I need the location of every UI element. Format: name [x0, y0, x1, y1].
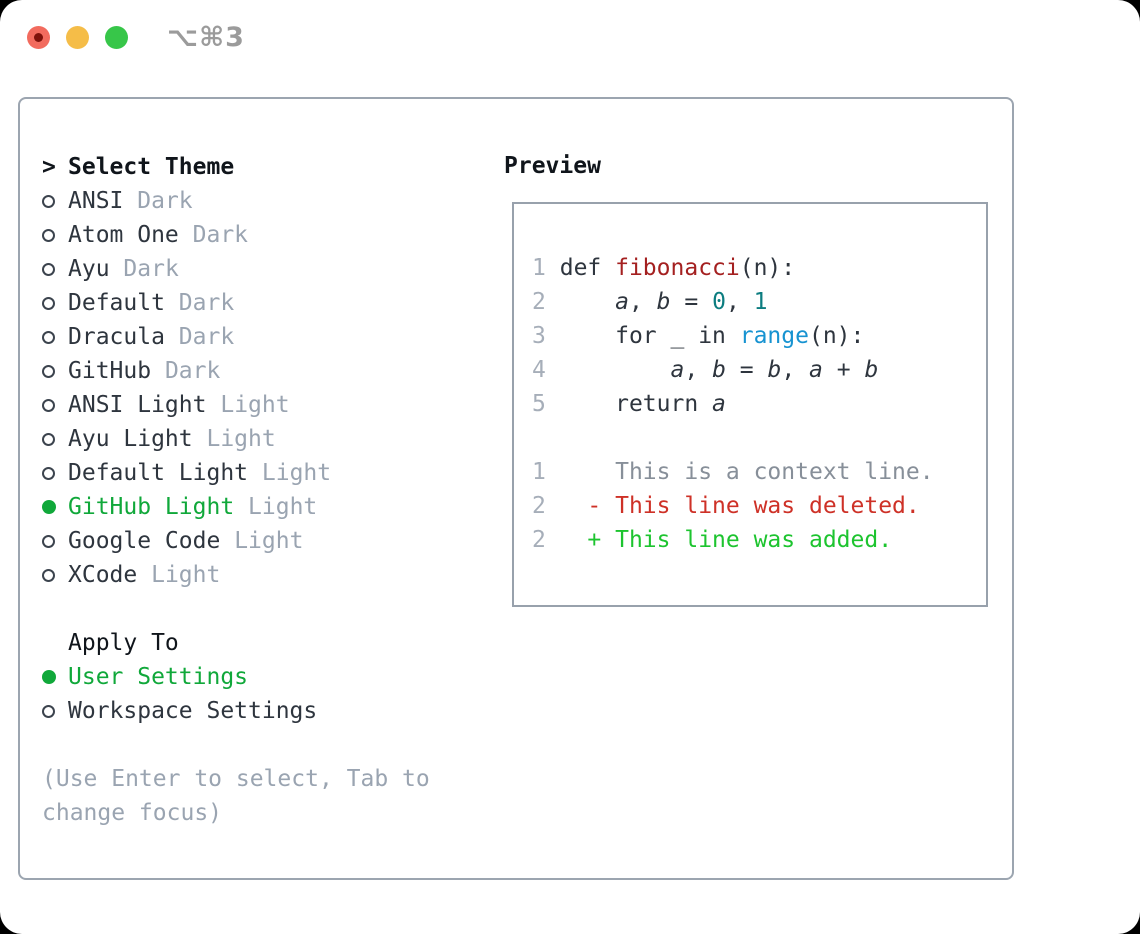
code-line: 1 This is a context line. — [532, 459, 934, 485]
code-block: 1 def fibonacci(n): 2 a, b = 0, 1 3 for _ … — [532, 251, 934, 557]
help-line: (Use Enter to select, Tab to — [42, 766, 430, 792]
theme-label: Ayu Dark — [68, 256, 179, 282]
help-text: (Use Enter to select, Tab to change focus… — [42, 762, 430, 830]
radio-icon — [42, 568, 55, 582]
radio-icon — [42, 704, 55, 718]
help-line: change focus) — [42, 800, 223, 826]
radio-icon — [42, 364, 55, 378]
radio-selected-icon — [42, 500, 56, 514]
select-theme-header: > Select Theme — [42, 150, 430, 184]
radio-icon — [42, 228, 55, 242]
close-button[interactable] — [27, 26, 50, 49]
theme-option-default[interactable]: Default Dark — [42, 286, 430, 320]
theme-label: Default Dark — [68, 290, 235, 316]
theme-label: Atom One Dark — [68, 222, 249, 248]
theme-option-ansi[interactable]: ANSI Dark — [42, 184, 430, 218]
theme-label: GitHub Dark — [68, 358, 221, 384]
theme-option-xcode[interactable]: XCode Light — [42, 558, 430, 592]
spacer — [42, 728, 430, 762]
radio-icon — [42, 296, 55, 310]
apply-option-user-settings[interactable]: User Settings — [42, 660, 430, 694]
apply-to-title: Apply To — [68, 630, 179, 656]
code-line — [532, 421, 934, 455]
select-theme-title: Select Theme — [68, 154, 235, 180]
theme-label: Google Code Light — [68, 528, 304, 554]
radio-icon — [42, 330, 55, 344]
theme-label: Default Light Light — [68, 460, 332, 486]
code-line: 4 a, b = b, a + b — [532, 357, 879, 383]
apply-option-workspace-settings[interactable]: Workspace Settings — [42, 694, 430, 728]
code-line: 2 - This line was deleted. — [532, 493, 920, 519]
apply-to-header: Apply To — [42, 626, 430, 660]
unsaved-dot-icon — [34, 33, 43, 42]
theme-option-default-light[interactable]: Default Light Light — [42, 456, 430, 490]
theme-label: Dracula Dark — [68, 324, 235, 350]
prompt-caret-icon: > — [42, 154, 56, 180]
apply-option-label: Workspace Settings — [68, 698, 318, 724]
code-line: 5 return a — [532, 391, 726, 417]
maximize-button[interactable] — [105, 26, 128, 49]
preview-title: Preview — [504, 153, 601, 179]
code-line: 2 a, b = 0, 1 — [532, 289, 768, 315]
theme-label: ANSI Dark — [68, 188, 193, 214]
radio-icon — [42, 262, 55, 276]
spacer — [42, 592, 430, 626]
titlebar: ⌥⌘3 — [0, 0, 1140, 72]
radio-icon — [42, 534, 55, 548]
radio-icon — [42, 432, 55, 446]
theme-label: Ayu Light Light — [68, 426, 276, 452]
theme-label: ANSI Light Light — [68, 392, 290, 418]
code-line: 2 + This line was added. — [532, 527, 893, 553]
preview-box: 1 def fibonacci(n): 2 a, b = 0, 1 3 for _ … — [512, 202, 988, 607]
code-line: 1 def fibonacci(n): — [532, 255, 796, 281]
theme-option-github-light[interactable]: GitHub Light Light — [42, 490, 430, 524]
theme-option-atom-one[interactable]: Atom One Dark — [42, 218, 430, 252]
window-title: ⌥⌘3 — [167, 22, 245, 53]
apply-option-label: User Settings — [68, 664, 249, 690]
theme-label: GitHub Light Light — [68, 494, 318, 520]
theme-option-dracula[interactable]: Dracula Dark — [42, 320, 430, 354]
radio-icon — [42, 466, 55, 480]
theme-option-ayu[interactable]: Ayu Dark — [42, 252, 430, 286]
theme-option-ansi-light[interactable]: ANSI Light Light — [42, 388, 430, 422]
theme-option-github[interactable]: GitHub Dark — [42, 354, 430, 388]
radio-icon — [42, 398, 55, 412]
radio-icon — [42, 194, 55, 208]
radio-selected-icon — [42, 670, 56, 684]
code-line: 3 for _ in range(n): — [532, 323, 865, 349]
minimize-button[interactable] — [66, 26, 89, 49]
theme-option-ayu-light[interactable]: Ayu Light Light — [42, 422, 430, 456]
theme-option-google-code[interactable]: Google Code Light — [42, 524, 430, 558]
theme-label: XCode Light — [68, 562, 221, 588]
